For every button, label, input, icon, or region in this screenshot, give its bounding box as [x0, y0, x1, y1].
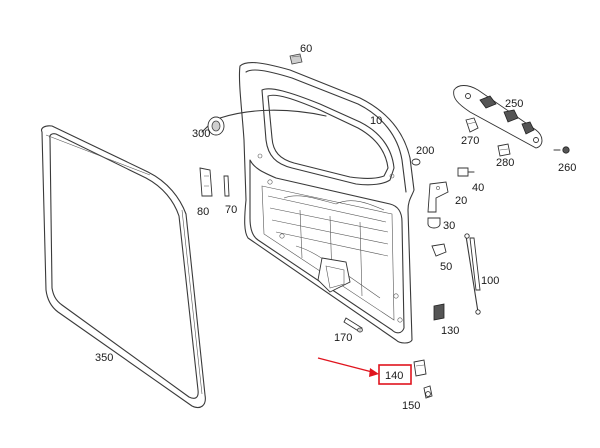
- part-200-nut: [411, 158, 421, 166]
- label-150: 150: [402, 400, 420, 412]
- label-280: 280: [496, 157, 514, 169]
- part-170-rod: [343, 317, 363, 333]
- part-250-handle-strip: [453, 85, 543, 149]
- part-30-buffer: [427, 217, 441, 229]
- label-300: 300: [192, 128, 210, 140]
- part-300-leader: [219, 109, 327, 119]
- label-50: 50: [440, 261, 452, 273]
- part-70-pin: [223, 175, 230, 197]
- label-10: 10: [370, 115, 382, 127]
- label-30: 30: [443, 220, 455, 232]
- part-150-bolt: [423, 385, 433, 399]
- part-260-screw: [553, 146, 570, 154]
- part-300-bumper: [201, 116, 225, 136]
- label-20: 20: [455, 195, 467, 207]
- part-80-bracket: [199, 167, 213, 197]
- part-50-bracket: [431, 243, 447, 257]
- label-200: 200: [416, 145, 434, 157]
- label-80: 80: [197, 206, 209, 218]
- label-100: 100: [481, 275, 499, 287]
- part-280-clip: [497, 143, 511, 157]
- label-130: 130: [441, 325, 459, 337]
- label-350: 350: [95, 352, 113, 364]
- part-350-seal: [41, 125, 206, 409]
- label-170: 170: [334, 332, 352, 344]
- label-40: 40: [472, 182, 484, 194]
- part-20-bolt: [457, 167, 475, 177]
- part-40-hinge: [427, 181, 449, 213]
- label-70: 70: [225, 204, 237, 216]
- label-140: 140: [385, 370, 403, 382]
- part-130-switch: [433, 303, 445, 321]
- part-60-buffer: [289, 53, 303, 65]
- label-250: 250: [505, 98, 523, 110]
- highlight-box: [378, 364, 412, 385]
- label-60: 60: [300, 43, 312, 55]
- highlight-arrow: [317, 357, 379, 377]
- label-270: 270: [461, 135, 479, 147]
- part-100-strut: [464, 233, 481, 315]
- part-140-latch-bracket: [413, 359, 427, 377]
- part-270-clip: [465, 117, 479, 133]
- label-260: 260: [558, 162, 576, 174]
- part-10-tailgate: [238, 61, 415, 344]
